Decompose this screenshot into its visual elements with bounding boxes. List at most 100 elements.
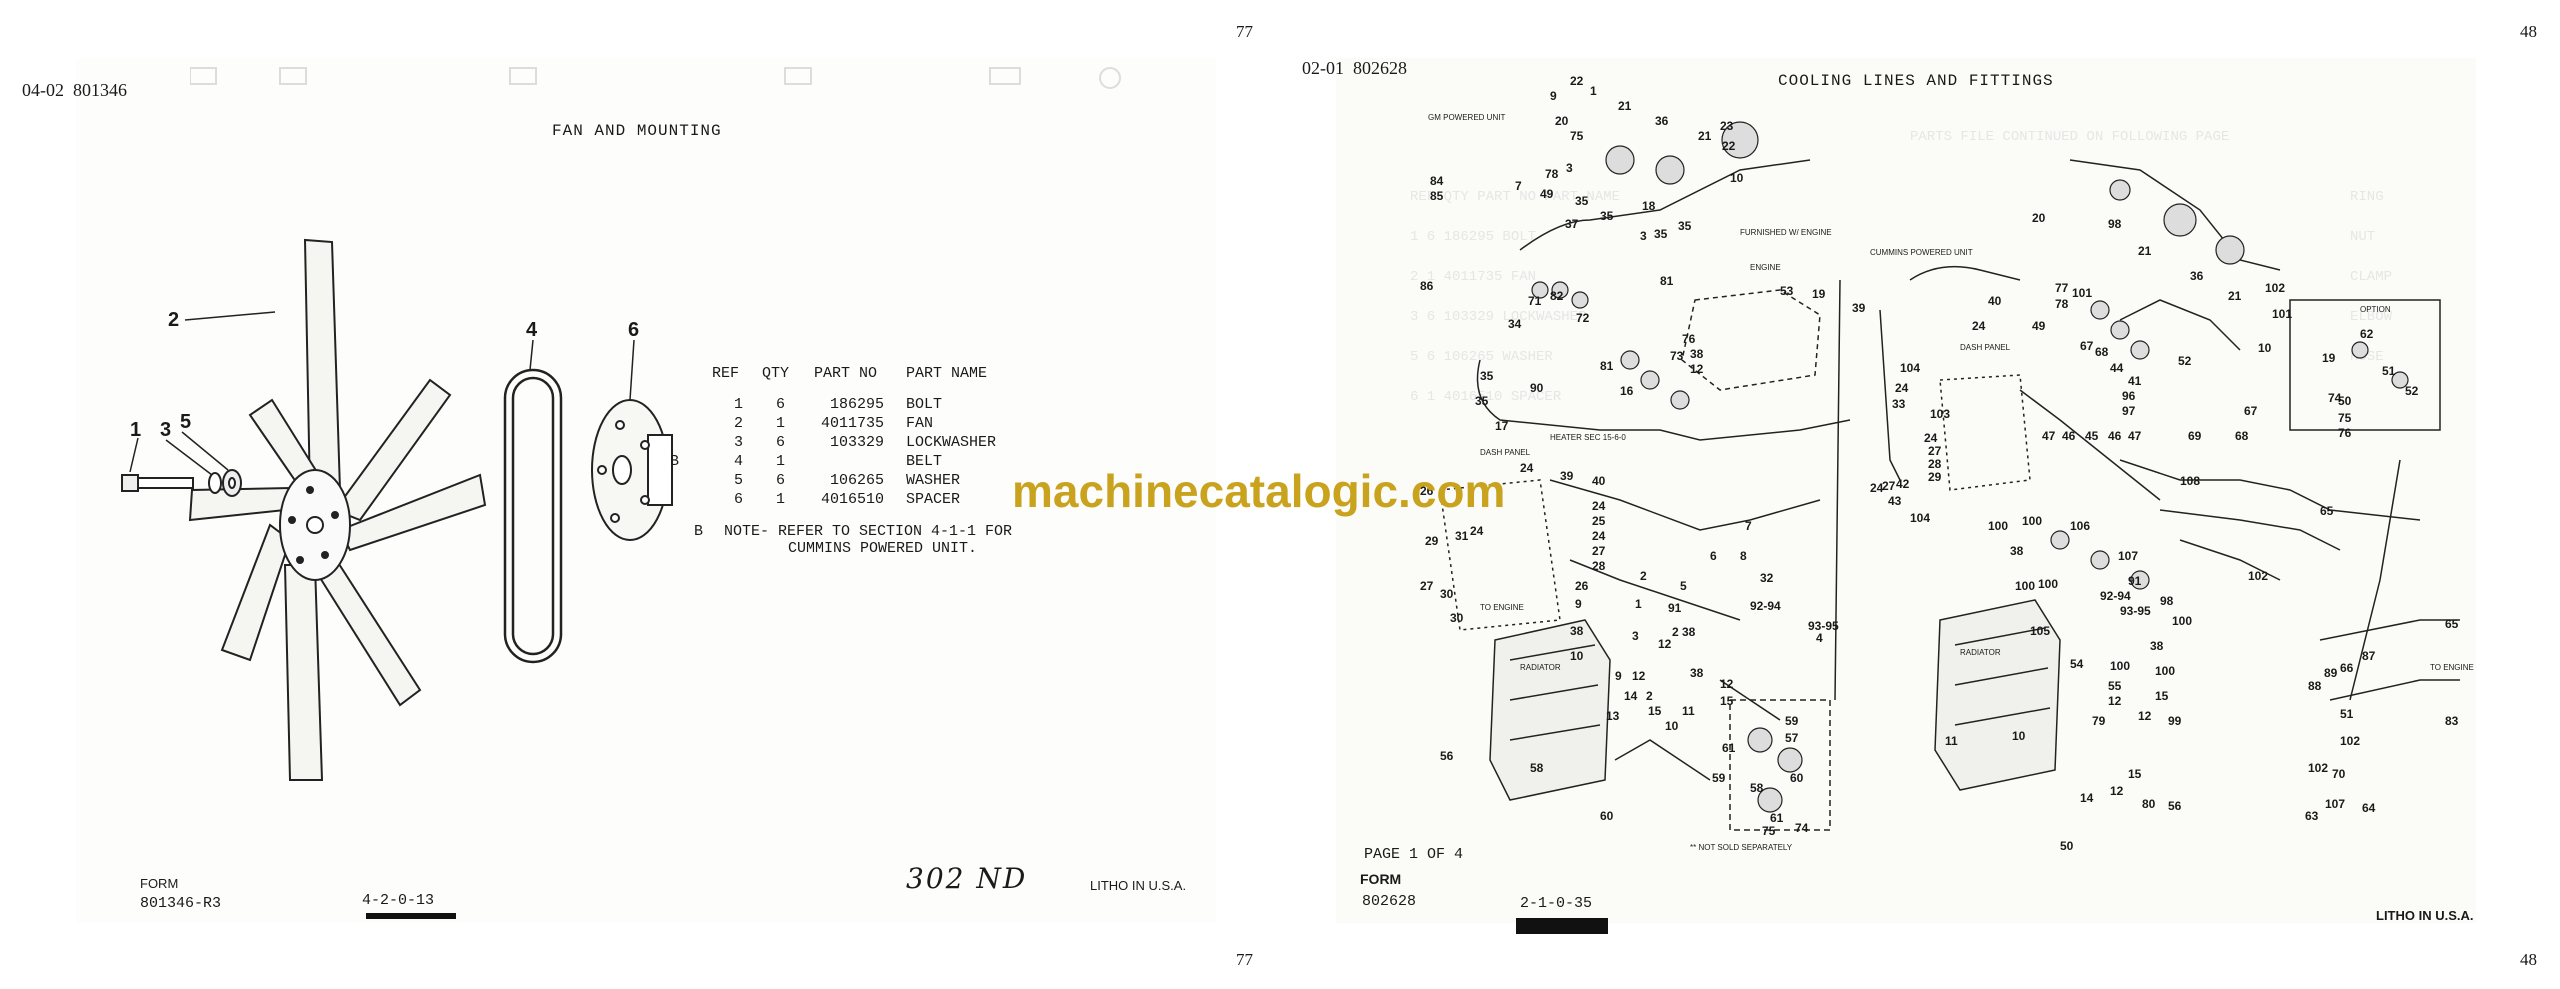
left-page-punch-marks [190,67,1121,89]
part-callout-number: 13 [1606,709,1620,723]
part-callout-number: 102 [2248,569,2268,583]
part-callout-number: 67 [2244,404,2258,418]
part-callout-number: 76 [2338,426,2352,440]
part-callout-number: 37 [1565,217,1579,231]
part-callout-number: 50 [2338,394,2352,408]
part-callout-number: 41 [2128,374,2142,388]
part-callout-number: 2 [1640,569,1647,583]
part-callout-number: 35 [1480,369,1494,383]
label-to-engine: TO ENGINE [1480,603,1524,612]
table-cell: 4 [734,453,744,470]
part-callout-number: 93-95 [2120,604,2151,618]
fan-assembly-drawing: 2 1 3 5 4 6 [121,238,673,781]
table-cell: 106265 [829,472,884,489]
label-radiator-cummins: RADIATOR [1960,648,2001,657]
part-callout-number: 46 [2108,429,2122,443]
part-callout-number: 51 [2382,364,2396,378]
part-callout-number: 100 [2155,664,2175,678]
svg-text:2 1 4011735 FAN: 2 1 4011735 FAN [1410,269,1536,285]
part-callout-number: 3 [1632,629,1639,643]
part-callout-number: 9 [1550,89,1557,103]
part-callout-number: 35 [1678,219,1692,233]
table-cell: 186295 [829,396,884,413]
bleed-through-text: PARTS FILE CONTINUED ON FOLLOWING PAGE R… [1410,129,2393,405]
part-callout-number: 40 [1988,294,2002,308]
right-header-code: 02-01 802628 [1302,58,1407,78]
part-callout-number: 11 [1682,704,1695,718]
table-cell: BOLT [906,396,943,413]
part-callout-number: 77 [2055,281,2069,295]
col-ref: REF [712,365,740,382]
part-callout-number: 100 [2022,514,2042,528]
table-row: B 4 1 BELT [670,452,996,471]
label-not-sold-separately: ** NOT SOLD SEPARATELY [1690,843,1793,852]
part-callout-number: 70 [2332,767,2346,781]
part-callout-number: 21 [2138,244,2152,258]
part-callout-number: 9 [1615,669,1622,683]
right-section-code: 2-1-0-35 [1520,895,1593,912]
part-callout-number: 62 [2360,327,2374,341]
part-callout-number: 101 [2272,307,2292,321]
table-row: 2 1 4011735 FAN [692,414,996,433]
part-callout-number: 12 [2108,694,2122,708]
part-callout-number: 92-94 [2100,589,2131,603]
part-callout-number: 38 [1682,625,1696,639]
part-callout-number: 45 [2085,429,2099,443]
table-cell: 3 [734,434,744,451]
part-callout-number: 10 [1665,719,1679,733]
right-litho: LITHO IN U.S.A. [2376,908,2474,923]
part-callout-number: 102 [2265,281,2285,295]
label-radiator: RADIATOR [1520,663,1561,672]
part-callout-number: 53 [1780,284,1794,298]
fan-blade [220,523,292,662]
part-callout-number: 19 [2322,351,2336,365]
part-callout-number: 96 [2122,389,2136,403]
part-callout-number: 73 [1670,349,1684,363]
part-callout-number: 44 [2110,361,2124,375]
col-part-no: PART NO [814,365,878,382]
part-callout-number: 21 [1698,129,1712,143]
part-callout-number: 91 [2128,574,2142,588]
note-line-2: CUMMINS POWERED UNIT. [788,540,978,557]
part-callout-number: 61 [1770,811,1784,825]
table-row: 5 6 106265 WASHER [692,471,996,490]
part-callout-number: 90 [1530,381,1544,395]
part-callout-number: 28 [1928,457,1942,471]
part-callout-number: 39 [1852,301,1866,315]
part-callout-number: 102 [2340,734,2360,748]
part-callout-number: 3 [1640,229,1647,243]
part-callout-number: 33 [1892,397,1906,411]
part-callout-number: 69 [2188,429,2202,443]
right-page-title: COOLING LINES AND FITTINGS [1778,72,2054,90]
part-callout-number: 26 [1575,579,1589,593]
table-cell: 5 [734,472,744,489]
right-form-number: 802628 [1362,893,1417,910]
table-cell [692,471,712,490]
part-callout-number: 65 [2445,617,2459,631]
part-callout-number: 59 [1785,714,1799,728]
part-callout-number: 75 [2338,411,2352,425]
part-callout-number: 89 [2324,666,2338,680]
part-callout-number: 52 [2178,354,2192,368]
left-form-number: 801346-R3 [140,895,222,912]
part-callout-number: 83 [2445,714,2459,728]
part-callout-number: 88 [2308,679,2322,693]
part-callout-number: 38 [1690,347,1704,361]
part-callout-number: 35 [1475,394,1489,408]
left-litho: LITHO IN U.S.A. [1090,878,1187,893]
label-engine: ENGINE [1750,263,1781,272]
part-callout-number: 1 [1590,84,1597,98]
callout-5: 5 [180,411,191,433]
part-callout-number: 49 [2032,319,2046,333]
part-callout-number: 43 [1888,494,1902,508]
part-callout-number: 81 [1660,274,1674,288]
part-callout-number: 38 [1690,666,1704,680]
part-callout-number: 3 [1566,161,1573,175]
svg-text:6 1 4016510 SPACER: 6 1 4016510 SPACER [1410,389,1562,405]
table-cell: SPACER [906,491,961,508]
note-flag: B [694,523,704,540]
part-callout-number: 10 [2258,341,2272,355]
part-callout-number: 5 [1680,579,1687,593]
col-qty: QTY [762,365,790,382]
table-cell: 6 [776,472,786,489]
